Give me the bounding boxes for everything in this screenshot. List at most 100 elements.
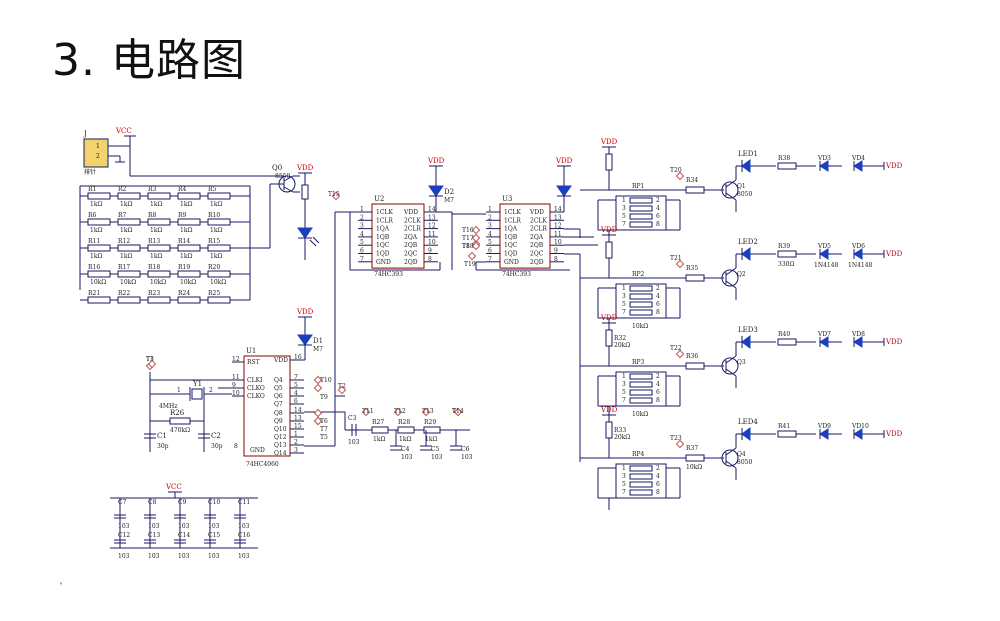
resistor-r18 xyxy=(147,270,171,278)
rp-pin: 4 xyxy=(656,205,660,212)
resistor-value: 1kΩ xyxy=(180,201,192,208)
rp-pin: 7 xyxy=(622,489,626,496)
pin-number: 11 xyxy=(554,231,562,238)
rp-pin: 8 xyxy=(656,309,660,316)
test-point-t9 xyxy=(313,383,323,393)
u2-body xyxy=(371,203,425,269)
resistor-value: 1kΩ xyxy=(120,201,132,208)
svg-text:VDD: VDD xyxy=(427,157,445,165)
wire xyxy=(725,447,737,456)
connector-pin-2: 2 xyxy=(96,153,100,160)
cap-ref: C9 xyxy=(178,499,187,506)
test-point-label: T11 xyxy=(362,408,374,415)
resistor-value: 1kΩ xyxy=(180,253,192,260)
test-point-label: T9 xyxy=(320,394,328,401)
test-point-t23 xyxy=(675,439,685,449)
test-point-label: T13 xyxy=(422,408,434,415)
pin-number: 4 xyxy=(294,390,298,397)
test-point-t3 xyxy=(147,359,157,369)
rp-pin: 8 xyxy=(656,221,660,228)
cap-value: 103 xyxy=(238,553,250,560)
rp-pin: 1 xyxy=(622,285,626,292)
resistor-ref: R12 xyxy=(118,238,130,245)
resistor-ref: R34 xyxy=(686,177,698,184)
pin-number: 8 xyxy=(234,443,238,450)
resistor-ref: R6 xyxy=(88,212,97,219)
rp-pin: 3 xyxy=(622,381,626,388)
pin-number: 14 xyxy=(554,206,562,213)
rp-pin: 7 xyxy=(622,221,626,228)
test-point-label: T3 xyxy=(146,356,154,363)
pin-name: 2QA xyxy=(404,234,418,241)
vcc-symbol-top: VCC xyxy=(115,127,136,176)
resistor-ref: R39 xyxy=(778,243,790,250)
wire xyxy=(725,280,737,289)
test-point-t18 xyxy=(471,241,481,251)
vcc-label: VCC xyxy=(165,483,182,491)
connector-j: J 1 2 排针 xyxy=(83,130,130,176)
pin-name: Q6 xyxy=(274,393,283,400)
u1-body xyxy=(243,355,291,457)
cap-value: 103 xyxy=(178,523,190,530)
resistor-ref: R24 xyxy=(178,290,190,297)
rp-pin: 1 xyxy=(622,373,626,380)
resistor-r15 xyxy=(207,244,231,252)
transistor-type: 8050 xyxy=(737,459,752,466)
wire xyxy=(725,368,737,377)
test-point-label: T5 xyxy=(320,434,328,441)
c1-value: 30p xyxy=(157,443,169,450)
oscillator: Y1 1 2 4MHz R26 470kΩ C1 30p C2 30p xyxy=(144,372,232,452)
cap-ref: C7 xyxy=(118,499,127,506)
pin-name: 1QC xyxy=(504,242,518,249)
connector-pin-1: 1 xyxy=(96,143,100,150)
pin-number: 3 xyxy=(488,223,492,230)
resistor-value: 10kΩ xyxy=(180,279,196,286)
resistor-r20 xyxy=(207,270,231,278)
resistor-r10 xyxy=(207,218,231,226)
pin-number: 3 xyxy=(294,447,298,454)
wire xyxy=(725,179,737,188)
cap-value: 103 xyxy=(178,553,190,560)
pin-name: 1CLK xyxy=(504,209,521,216)
diode-d2: VDD D2 M7 xyxy=(424,157,454,213)
resistor-r1 xyxy=(87,192,111,200)
resistor-value: 330Ω xyxy=(778,261,794,268)
pin-number: 6 xyxy=(294,398,298,405)
resistor-value: 1kΩ xyxy=(90,253,102,260)
pin-number: 13 xyxy=(428,214,436,221)
cap-ref: C11 xyxy=(238,499,250,506)
svg-text:VDD: VDD xyxy=(296,164,314,172)
pin-name: Q8 xyxy=(274,410,283,417)
pin-number: 6 xyxy=(360,248,364,255)
resistor-ref: R2 xyxy=(118,186,127,193)
rp-pin: 3 xyxy=(622,205,626,212)
pin-number: 5 xyxy=(294,382,298,389)
pin-name: 1QC xyxy=(376,242,390,249)
resistor-r6 xyxy=(87,218,111,226)
cap-ref: C8 xyxy=(148,499,157,506)
pin-number: 5 xyxy=(360,239,364,246)
rp-ref: RP1 xyxy=(632,183,644,190)
pin-name: Q5 xyxy=(274,385,283,392)
test-point-t16 xyxy=(471,225,481,235)
resistor-r24 xyxy=(177,296,201,304)
resistor-value: 20kΩ xyxy=(614,342,630,349)
pin-name: 1CLK xyxy=(376,209,393,216)
pin-name: Q12 xyxy=(274,434,287,441)
cap-ref: C6 xyxy=(461,446,470,453)
rp-pin: 6 xyxy=(656,301,660,308)
resistor-r7 xyxy=(117,218,141,226)
pin-name: 1QD xyxy=(504,251,518,258)
resistor-ref: R11 xyxy=(88,238,100,245)
pin-name: Q13 xyxy=(274,442,287,449)
resistor-ref: R3 xyxy=(148,186,157,193)
test-point-t13 xyxy=(421,407,431,417)
cap-ref: C13 xyxy=(148,532,160,539)
pin-number: 7 xyxy=(294,374,298,381)
resistor-r2 xyxy=(117,192,141,200)
